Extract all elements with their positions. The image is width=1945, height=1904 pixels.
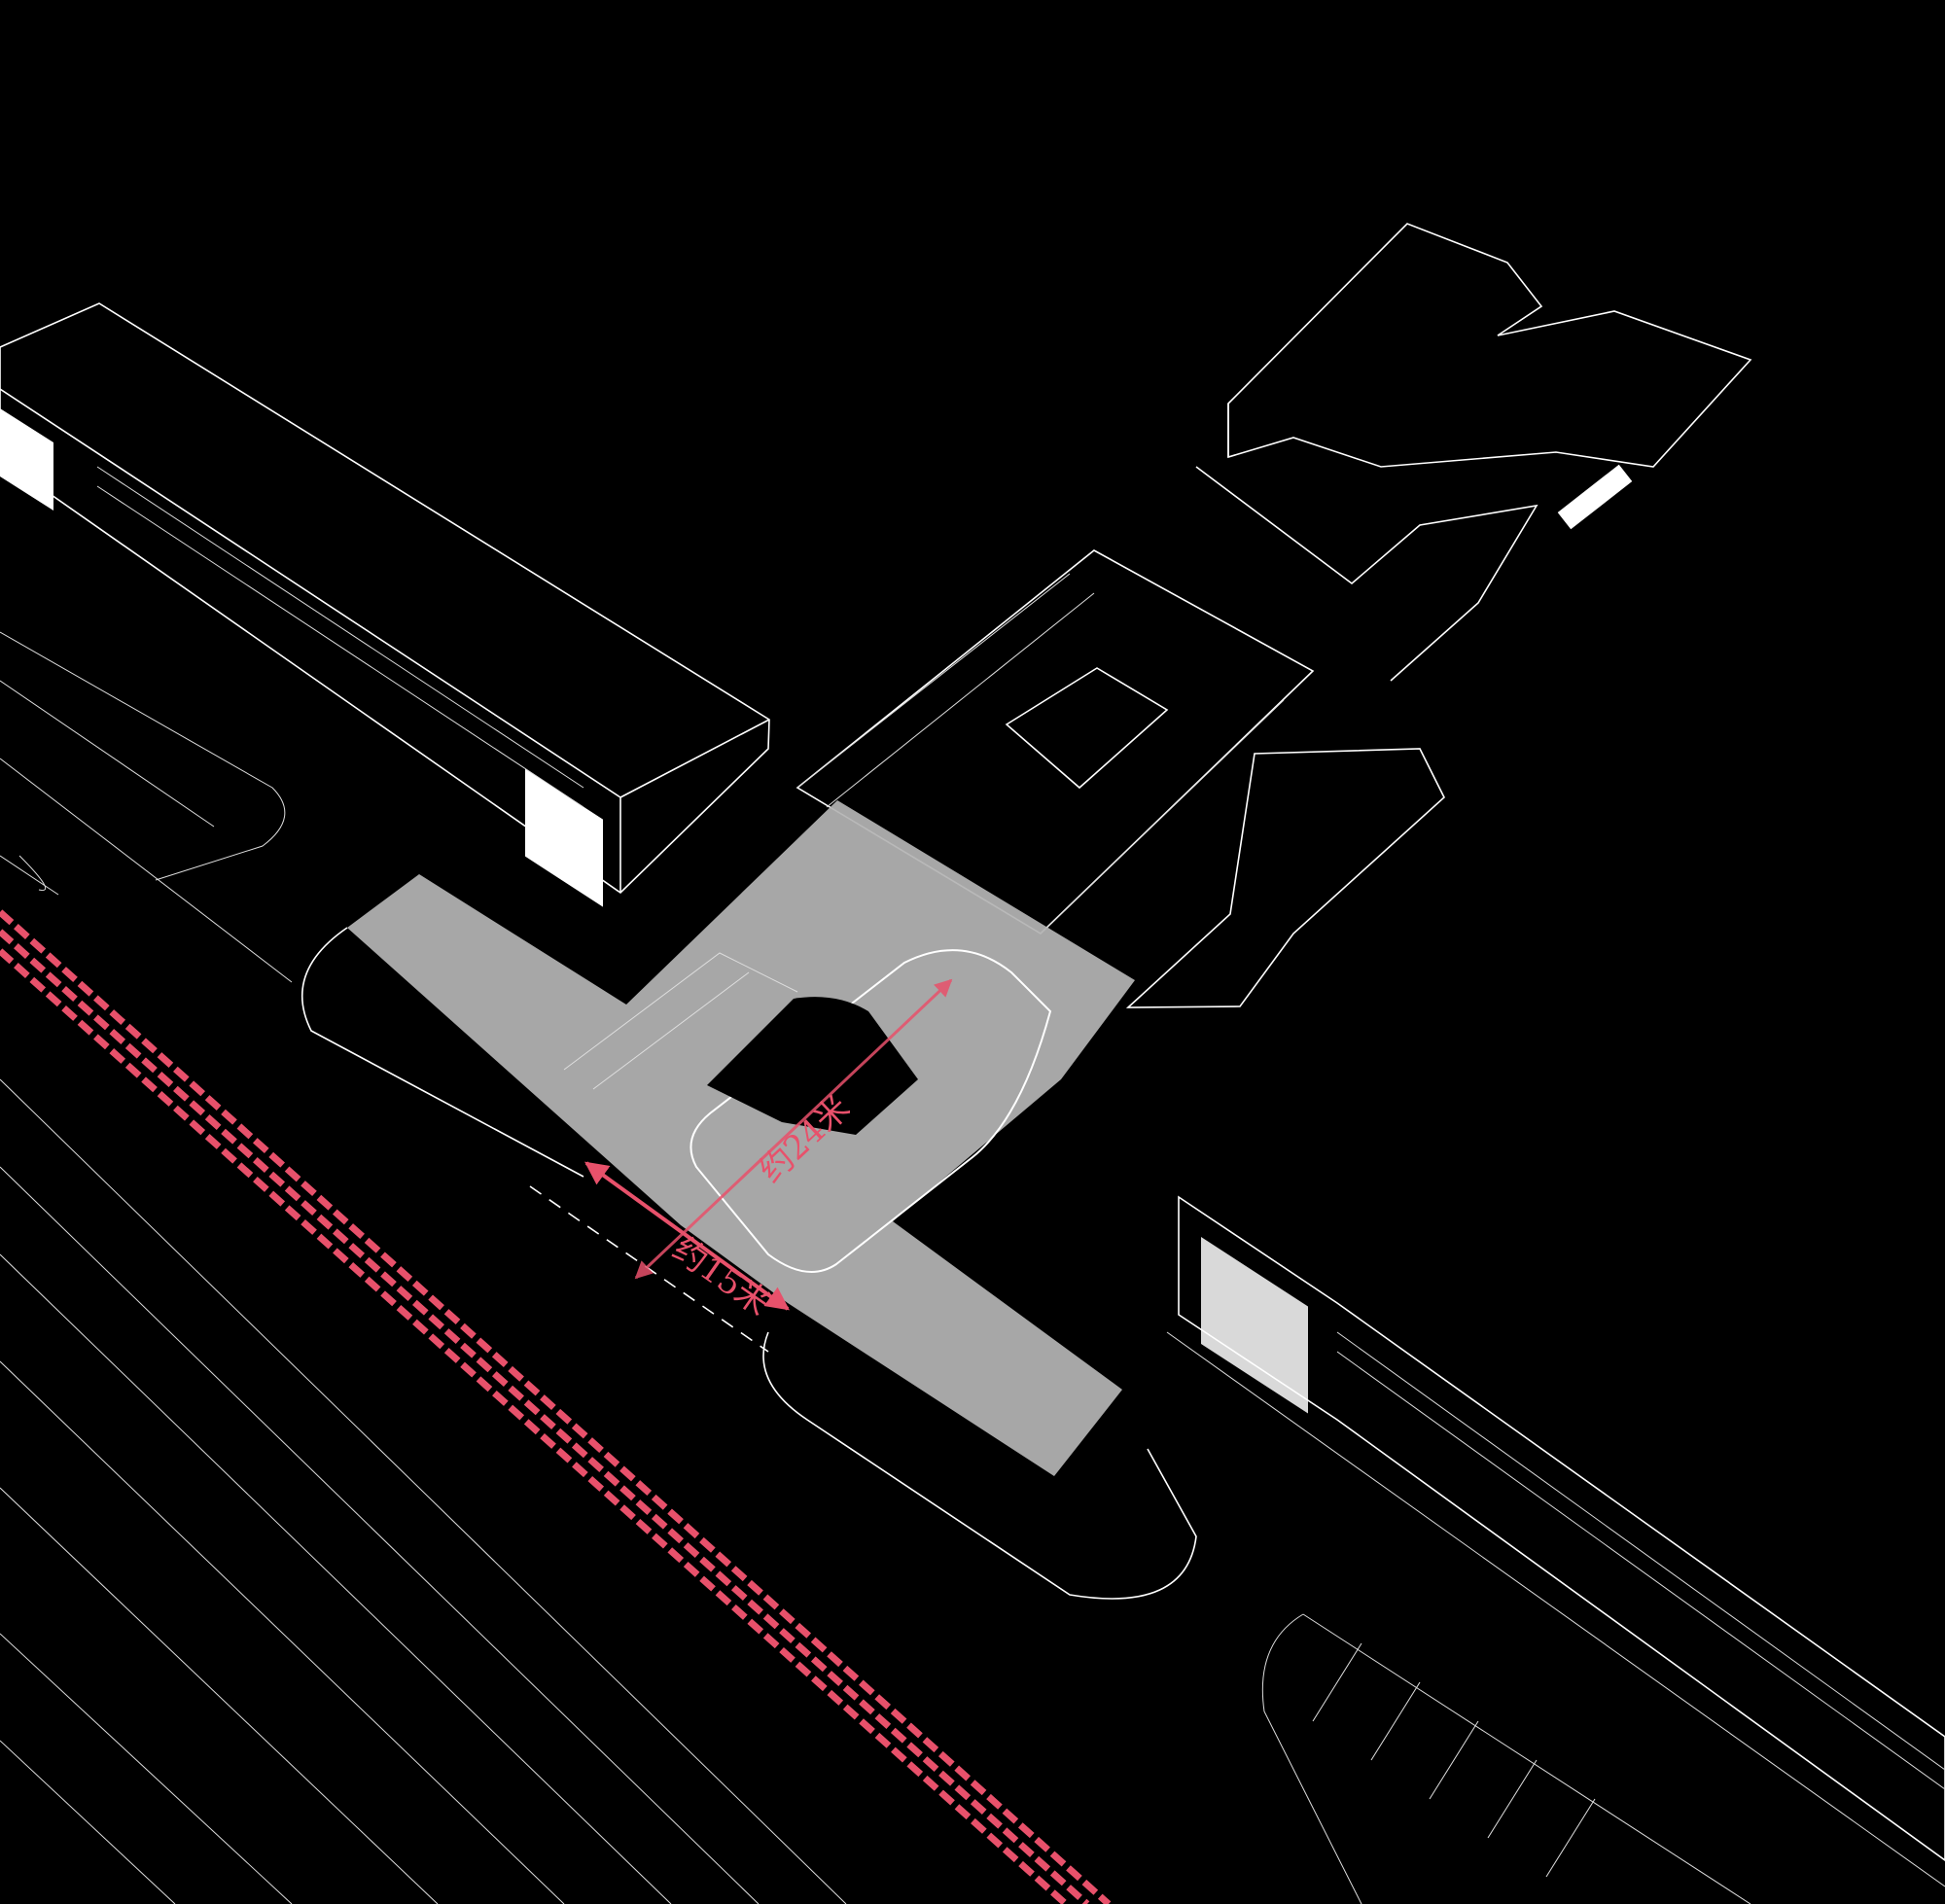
top-right-building-complex — [1195, 223, 1752, 682]
right-long-building — [1166, 1195, 1945, 1887]
left-parking — [0, 631, 286, 892]
red-dashed-boundary-line — [0, 909, 1112, 1904]
canopy-surface — [347, 800, 1135, 1476]
plaza-canopy — [347, 800, 1135, 1476]
bottom-right-parking — [1261, 1613, 1751, 1904]
building-facade-panel — [525, 768, 603, 907]
left-building — [0, 302, 770, 907]
road-lines — [0, 758, 847, 1904]
dimension-arrow-15m — [584, 1161, 790, 1311]
